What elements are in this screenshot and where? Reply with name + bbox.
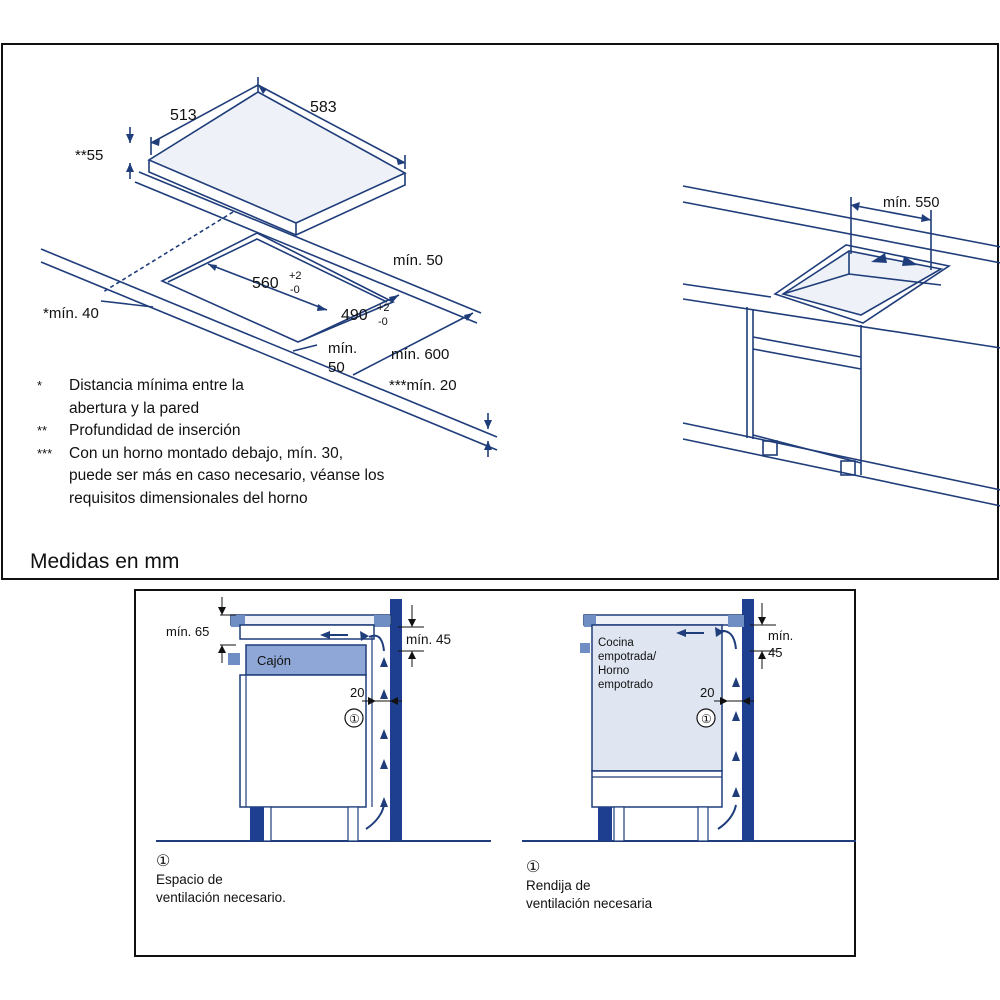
- hob-depth-label: 513: [170, 107, 197, 124]
- note-text: Distancia mínima entre la abertura y la …: [69, 377, 244, 417]
- note-item: * Distancia mínima entre la abertura y l…: [37, 375, 389, 420]
- hob-cutout-diagram: 583 513 **55 560 +2 -0 490 +2 -0 mín. 50…: [40, 77, 1000, 507]
- note-text: Profundidad de inserción: [69, 422, 241, 439]
- ventilation-diagram: mín. 65 mín. 45 20 Cajón ①: [156, 597, 856, 842]
- left-caption-line2: ventilación necesario.: [156, 890, 286, 905]
- cutout-depth-value: 490: [341, 307, 368, 324]
- left-caption-marker: ①: [156, 853, 171, 870]
- dimension-notes: * Distancia mínima entre la abertura y l…: [37, 375, 389, 510]
- units-caption: Medidas en mm: [30, 550, 180, 573]
- built-in-appliance: [591, 624, 723, 772]
- oven-unit-view: [522, 599, 856, 842]
- worktop-rear-edge-2: [134, 181, 478, 324]
- rear-clearance-label: mín. 50: [393, 252, 443, 269]
- hob-height-label: **55: [75, 147, 103, 164]
- side-wall-clearance-label: *mín. 40: [43, 305, 99, 322]
- right-gap-20-label: 20: [700, 685, 714, 700]
- worktop-rear-edge-1: [138, 171, 482, 314]
- front-clearance-line2: 50: [328, 359, 345, 376]
- worktop-front-edge-2: [40, 261, 498, 451]
- front-clearance-line1: mín.: [328, 340, 357, 357]
- appliance-line2: empotrada/: [598, 651, 657, 663]
- installation-dimensions-panel: 583 513 **55 560 +2 -0 490 +2 -0 mín. 50…: [1, 43, 1000, 580]
- note-mark: ***: [37, 445, 53, 461]
- right-caption-line2: ventilación necesaria: [526, 896, 653, 911]
- right-caption: ① Rendija de ventilación necesaria: [526, 859, 652, 913]
- note-mark: *: [37, 378, 43, 393]
- left-vent-marker: ①: [349, 712, 360, 726]
- left-min-gap-label: mín. 45: [406, 632, 451, 647]
- right-caption-marker: ①: [526, 859, 541, 876]
- left-gap-20-label: 20: [350, 685, 364, 700]
- wall: [742, 599, 754, 841]
- right-min-gap-line2: 45: [768, 645, 782, 660]
- left-min-top-label: mín. 65: [166, 624, 209, 639]
- note-item: *** Con un horno montado debajo, mín. 30…: [37, 443, 389, 511]
- right-vent-marker: ①: [701, 712, 712, 726]
- wall: [390, 599, 402, 841]
- hob-width-label: 583: [310, 99, 337, 116]
- cutout-opening: [160, 232, 395, 343]
- note-text: Con un horno montado debajo, mín. 30, pu…: [69, 444, 385, 507]
- ventilation-panel: mín. 65 mín. 45 20 Cajón ①: [134, 589, 856, 957]
- drawer: [245, 644, 367, 676]
- left-caption-line1: Espacio de: [156, 872, 223, 887]
- cutout-depth-tol-up: +2: [377, 302, 390, 314]
- worktop-depth-label: mín. 600: [391, 346, 449, 363]
- left-caption: ① Espacio de ventilación necesario.: [156, 853, 286, 907]
- appliance-line1: Cocina: [598, 637, 634, 649]
- right-caption-line1: Rendija de: [526, 878, 591, 893]
- appliance-line4: empotrado: [598, 679, 653, 691]
- drawer-unit-view: [156, 597, 491, 842]
- worktop-front-edge-1: [40, 248, 498, 438]
- cutout-depth-tol-down: -0: [378, 316, 388, 328]
- worktop-thickness-label: ***mín. 20: [389, 377, 457, 394]
- worktop-perspective-view: [682, 185, 1000, 507]
- cutout-width-value: 560: [252, 275, 279, 292]
- right-view-width-label: mín. 550: [883, 195, 939, 211]
- appliance-line3: Horno: [598, 665, 629, 677]
- right-min-gap-line1: mín.: [768, 628, 793, 643]
- drawer-label: Cajón: [257, 653, 291, 668]
- cutout-width-tol-down: -0: [290, 284, 300, 296]
- note-mark: **: [37, 423, 48, 438]
- note-item: ** Profundidad de inserción: [37, 420, 389, 443]
- cutout-width-tol-up: +2: [289, 270, 302, 282]
